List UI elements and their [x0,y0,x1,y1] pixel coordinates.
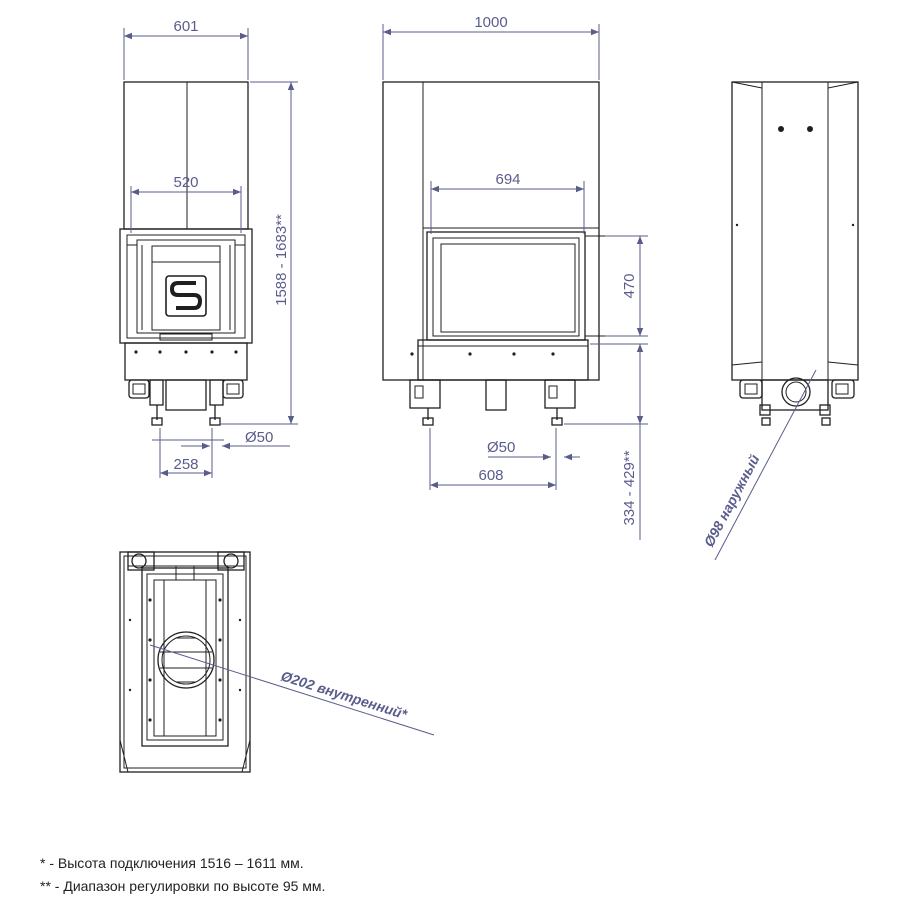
front-view: 601 520 1588 - 1683** 258 Ø50 [119,18,298,478]
front-leg-diameter-label: Ø50 [245,429,273,446]
front-height-label: 1588 - 1683** [273,214,290,306]
side-view: 1000 694 470 334 - 429** 608 Ø50 [382,14,648,540]
front-width-label: 601 [173,18,198,35]
front-inner-width-label: 520 [173,174,198,191]
brand-logo-icon [165,275,207,317]
footnotes: * - Высота подключения 1516 – 1611 мм. *… [40,852,325,898]
back-pipe-diameter-label: Ø98 наружный [701,451,763,549]
side-glass-height-label: 470 [621,273,638,298]
side-leg-diameter-label: Ø50 [487,439,515,456]
top-view: Ø202 внутренний* [119,551,435,773]
side-leg-spacing-label: 608 [478,467,503,484]
side-width-label: 1000 [474,14,507,31]
top-outlet-diameter-label: Ø202 внутренний* [279,668,409,723]
back-view: Ø98 наружный [701,81,859,561]
front-leg-spacing-label: 258 [173,456,198,473]
side-base-height-label: 334 - 429** [621,450,638,525]
footnote-height-adjustment: ** - Диапазон регулировки по высоте 95 м… [40,878,326,894]
footnote-connection-height: * - Высота подключения 1516 – 1611 мм. [40,855,304,871]
side-inner-width-label: 694 [495,171,520,188]
